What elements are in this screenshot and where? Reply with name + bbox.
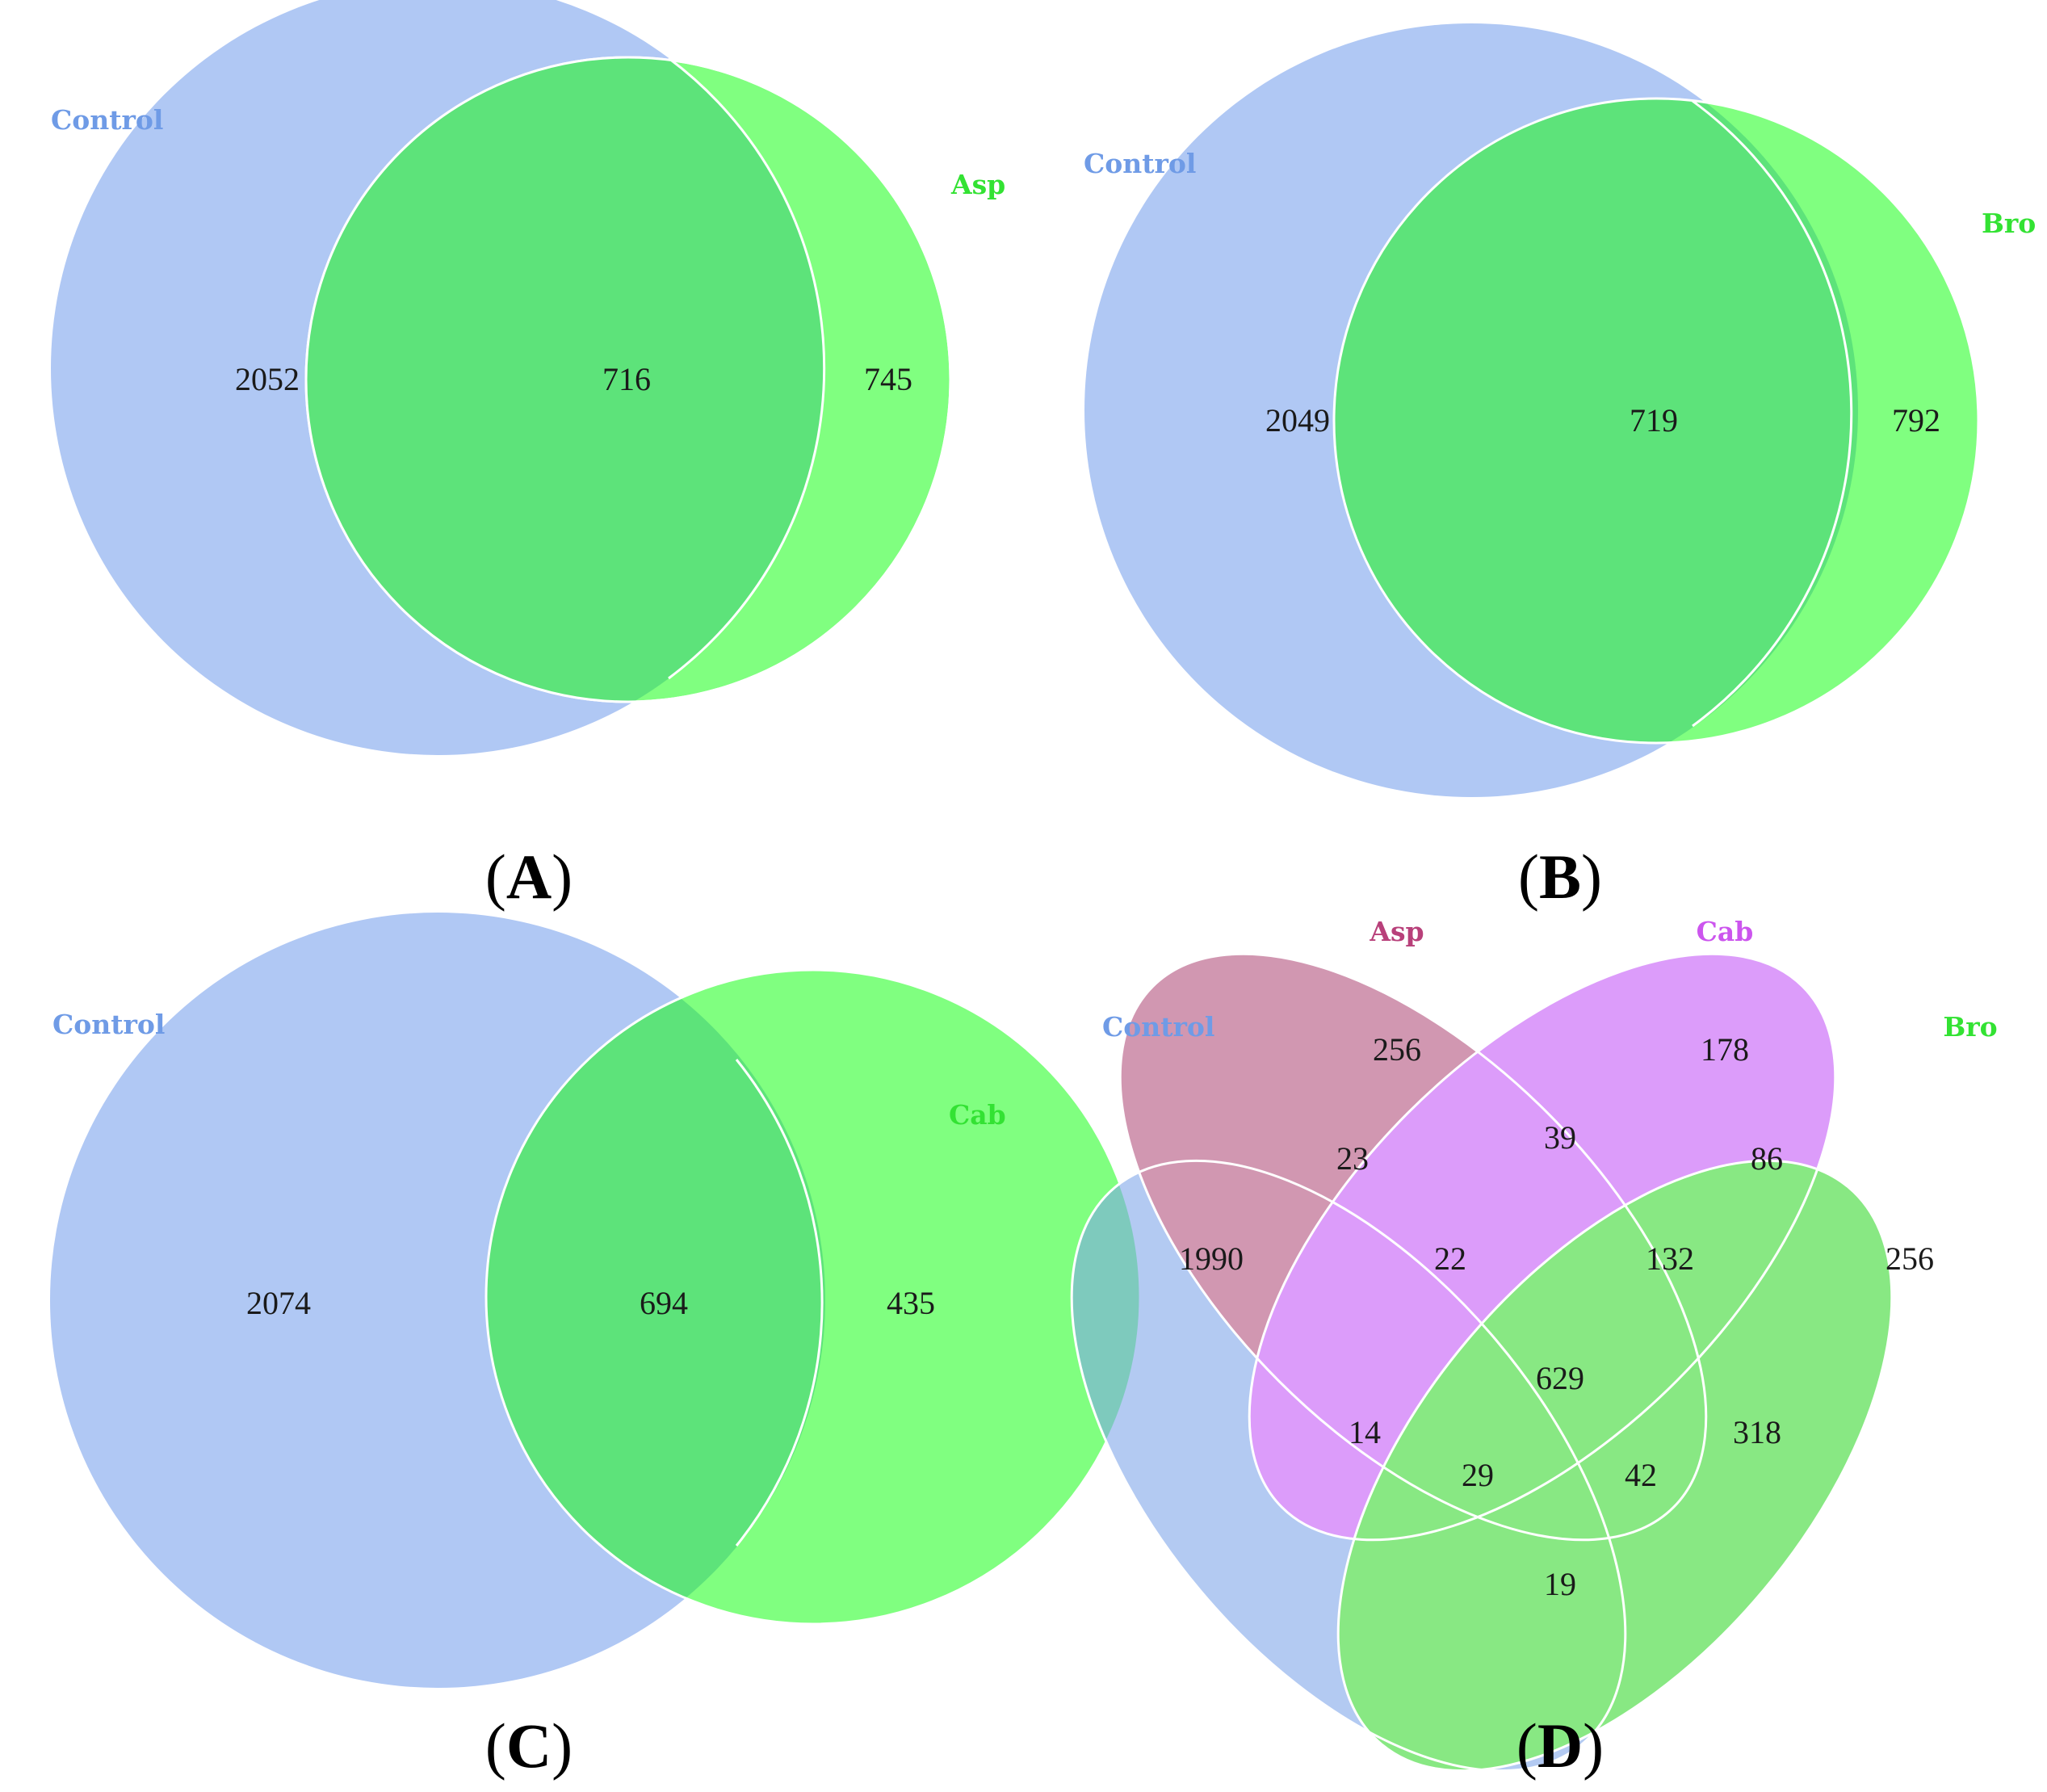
intersection-count-c: 694	[640, 1285, 688, 1321]
asp-cab-bro-count-d: 132	[1646, 1240, 1694, 1277]
control-cab-bro-count-d: 29	[1462, 1457, 1494, 1493]
control-only-count-b: 2049	[1265, 402, 1330, 439]
intersection-count-a: 716	[602, 361, 651, 397]
all-four-count-d: 629	[1536, 1360, 1584, 1396]
asp-outline-a	[304, 56, 952, 703]
control-asp-cab-count-d: 22	[1434, 1240, 1466, 1277]
panel-letter-b: B	[1539, 841, 1581, 912]
cab-set-d	[1249, 954, 1835, 1540]
overlap-region-c	[486, 970, 825, 1624]
bro-label-b: Bro	[1982, 208, 2036, 239]
overlap-region-b	[1334, 99, 1858, 743]
cab-outline-d	[1248, 952, 1837, 1542]
cab-label-c: Cab	[949, 1099, 1006, 1131]
asp-cab-count-d: 39	[1544, 1119, 1576, 1156]
cab-bro-count-d: 86	[1751, 1140, 1783, 1177]
control-inner-arc-b	[1692, 99, 1853, 728]
control-label-a: Control	[51, 104, 163, 136]
panel-label-c: (C)	[485, 1710, 573, 1781]
panel-letter-a: A	[506, 841, 552, 912]
intersection-count-b: 719	[1630, 402, 1678, 439]
control-label-b: Control	[1084, 148, 1196, 179]
cab-label-d: Cab	[1697, 916, 1754, 947]
asp-label-d: Asp	[1369, 916, 1424, 947]
panel-label-b: (B)	[1518, 841, 1602, 912]
control-asp-count-d: 23	[1336, 1140, 1369, 1177]
control-label-c: Control	[52, 1009, 165, 1040]
panel-letter-d: D	[1537, 1710, 1583, 1781]
control-only-count-a: 2052	[235, 361, 300, 397]
control-asp-bro-count-d: 42	[1625, 1457, 1657, 1493]
overlap-region-a	[306, 57, 824, 702]
panel-a: Control Asp 2052 716 745 (A)	[51, 0, 1005, 912]
cab-only-count-d: 178	[1701, 1031, 1749, 1068]
asp-outline-d	[1118, 952, 1708, 1542]
panel-d: Control Asp Cab Bro 1990 256 178 256 23 …	[1070, 916, 1998, 1781]
asp-bro-count-d: 318	[1733, 1414, 1781, 1450]
panel-label-d: (D)	[1516, 1710, 1604, 1781]
control-bro-count-d: 19	[1544, 1566, 1576, 1602]
control-outline-d	[1070, 1159, 1627, 1773]
panel-c: Control Cab 2074 694 435 (C)	[50, 913, 1142, 1781]
bro-label-d: Bro	[1943, 1011, 1997, 1043]
bro-set-d	[1338, 1160, 1892, 1771]
control-cab-count-d: 14	[1349, 1414, 1381, 1450]
control-only-count-d: 1990	[1179, 1240, 1244, 1277]
asp-only-count-d: 256	[1373, 1031, 1421, 1068]
control-inner-arc-c	[735, 1059, 824, 1546]
bro-outline-b	[1332, 97, 1980, 745]
panel-letter-c: C	[506, 1710, 552, 1781]
control-only-count-c: 2074	[246, 1285, 311, 1321]
bro-outline-d	[1336, 1159, 1894, 1773]
panel-b: Control Bro 2049 719 792 (B)	[1084, 23, 2036, 912]
bro-only-count-d: 256	[1886, 1240, 1934, 1277]
asp-only-count-a: 745	[864, 361, 912, 397]
control-label-d: Control	[1102, 1011, 1214, 1043]
asp-label-a: Asp	[950, 169, 1005, 200]
cab-only-count-c: 435	[887, 1285, 935, 1321]
panel-label-a: (A)	[485, 841, 573, 912]
control-inner-arc-a	[668, 57, 826, 680]
bro-only-count-b: 792	[1892, 402, 1940, 439]
